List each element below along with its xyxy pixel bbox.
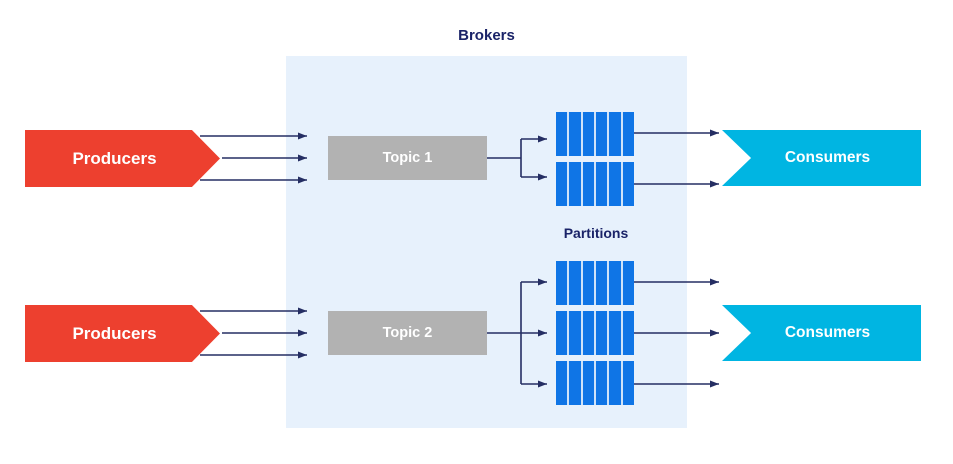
partition-segment	[569, 112, 581, 156]
partition-segment	[609, 162, 621, 206]
partition-segment	[609, 261, 621, 305]
partition-segment	[622, 361, 634, 405]
partition-segment	[622, 261, 634, 305]
consumer-label-2: Consumers	[784, 324, 871, 341]
partition-segment	[595, 261, 608, 305]
partition-segment	[556, 112, 568, 156]
topic-label-2: Topic 2	[382, 325, 433, 341]
partition-block	[556, 361, 634, 405]
partition-block	[556, 112, 634, 156]
consumer-shape-1: Consumers	[722, 130, 921, 186]
partition-segment	[595, 311, 608, 355]
partition-segment	[569, 162, 581, 206]
partition-segment	[582, 361, 594, 405]
producer-shape-2: Producers	[25, 305, 220, 362]
partition-segment	[622, 162, 634, 206]
consumer-shape-2: Consumers	[722, 305, 921, 361]
partition-segment	[595, 112, 608, 156]
partition-segment	[582, 261, 594, 305]
partition-segment	[609, 311, 621, 355]
partition-block	[556, 261, 634, 305]
producer-shape-1: Producers	[25, 130, 220, 187]
topic-box-2: Topic 2	[328, 311, 487, 355]
partition-segment	[609, 361, 621, 405]
partition-segment	[556, 261, 568, 305]
topic1-partition-group	[556, 112, 634, 212]
consumer-label-1: Consumers	[784, 149, 871, 166]
partition-segment	[569, 261, 581, 305]
partition-segment	[569, 311, 581, 355]
topic-label-1: Topic 1	[382, 150, 433, 166]
partition-segment	[622, 311, 634, 355]
partition-block	[556, 311, 634, 355]
diagram-title: Brokers	[458, 27, 515, 44]
partition-segment	[622, 112, 634, 156]
partitions-label: Partitions	[563, 225, 629, 241]
producer-label-1: Producers	[72, 148, 157, 168]
partition-segment	[582, 311, 594, 355]
partition-segment	[595, 361, 608, 405]
partition-segment	[556, 361, 568, 405]
partition-segment	[569, 361, 581, 405]
topic-box-1: Topic 1	[328, 136, 487, 180]
partition-block	[556, 162, 634, 206]
partition-segment	[582, 112, 594, 156]
partition-segment	[556, 162, 568, 206]
producer-label-2: Producers	[72, 323, 157, 343]
topic2-partition-group	[556, 261, 634, 411]
partition-segment	[595, 162, 608, 206]
partition-segment	[582, 162, 594, 206]
partition-segment	[556, 311, 568, 355]
partition-segment	[609, 112, 621, 156]
